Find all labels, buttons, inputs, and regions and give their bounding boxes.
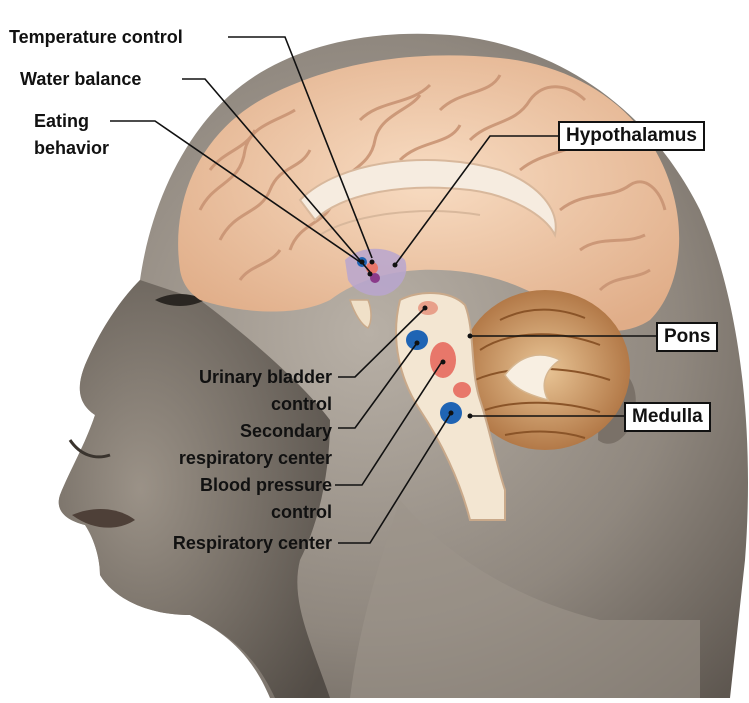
secondary-resp-label-1: Secondary (140, 420, 332, 442)
blood-pressure-label-1: Blood pressure (140, 474, 332, 496)
eating-behavior-label-1: Eating (34, 110, 89, 132)
water-balance-label: Water balance (20, 68, 141, 90)
urinary-bladder-label-1: Urinary bladder (160, 366, 332, 388)
bp-center-lower (453, 382, 471, 398)
temperature-control-label: Temperature control (9, 26, 183, 48)
blood-pressure-label-2: control (140, 501, 332, 523)
eating-behavior-label-2: behavior (34, 137, 109, 159)
hypothalamus-box: Hypothalamus (558, 121, 705, 151)
respiratory-center-label: Respiratory center (120, 532, 332, 554)
pons-box: Pons (656, 322, 718, 352)
urinary-bladder-label-2: control (160, 393, 332, 415)
secondary-resp-center (406, 330, 428, 350)
medulla-box: Medulla (624, 402, 711, 432)
secondary-resp-label-2: respiratory center (140, 447, 332, 469)
